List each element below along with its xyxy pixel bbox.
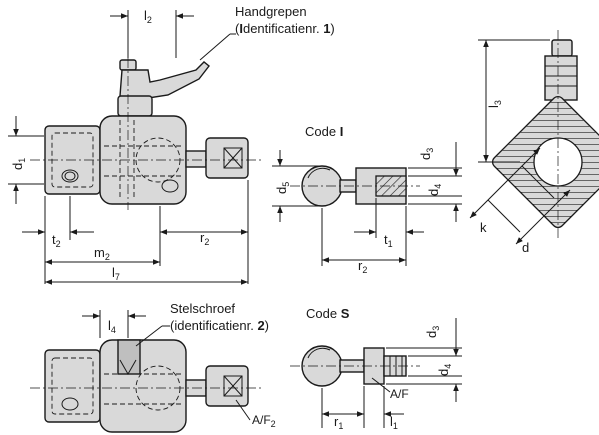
dim-l4: l4 — [108, 318, 116, 335]
code-s-view: Code S d3 d4 A/F r1 l1 — [290, 306, 462, 431]
screw-callout-subtitle: (identificatienr. 2) — [170, 318, 269, 333]
screw-callout-title: Stelschroef — [170, 301, 235, 316]
dim-d4-i: d4 — [426, 184, 443, 196]
handle-callout-title: Handgrepen — [235, 4, 307, 19]
dim-r2-i: r2 — [358, 258, 367, 275]
dim-d3-i: d3 — [418, 148, 435, 160]
handle-callout-subtitle: (Identificatienr. 1) — [235, 21, 335, 36]
dim-l7: l7 — [112, 265, 120, 282]
diagonal-section-view: l3 k d — [469, 30, 599, 255]
code-i-label: Code I — [305, 124, 343, 139]
dim-r1: r1 — [334, 414, 343, 431]
dim-t1: t1 — [384, 232, 393, 249]
bottom-left-view: l4 Stelschroef (identificatienr. 2) A/F2 — [30, 301, 276, 433]
rod — [185, 150, 207, 168]
dim-af2: A/F2 — [252, 413, 276, 429]
dim-l1: l1 — [390, 414, 398, 431]
dim-d5: d5 — [274, 182, 291, 194]
dim-d1: d1 — [10, 158, 27, 170]
handle-callout: Handgrepen (Identificatienr. 1) — [199, 4, 335, 61]
code-s-label: Code S — [306, 306, 350, 321]
dim-k: k — [480, 220, 487, 235]
code-i-view: Code I d5 d3 d4 t1 r2 — [272, 124, 462, 275]
dim-d4-s: d4 — [436, 364, 453, 376]
dim-r2-main: r2 — [200, 230, 209, 247]
dim-af-s: A/F — [390, 387, 409, 401]
dim-l3: l3 — [486, 100, 503, 108]
dim-d: d — [522, 240, 529, 255]
dim-t2: t2 — [52, 232, 61, 249]
main-view: l2 d1 t2 m2 r2 l7 — [8, 8, 262, 285]
dim-l2-main: l2 — [144, 8, 152, 25]
dim-m2: m2 — [94, 245, 110, 262]
dim-d3-s: d3 — [424, 326, 441, 338]
handle-lever — [117, 59, 210, 117]
